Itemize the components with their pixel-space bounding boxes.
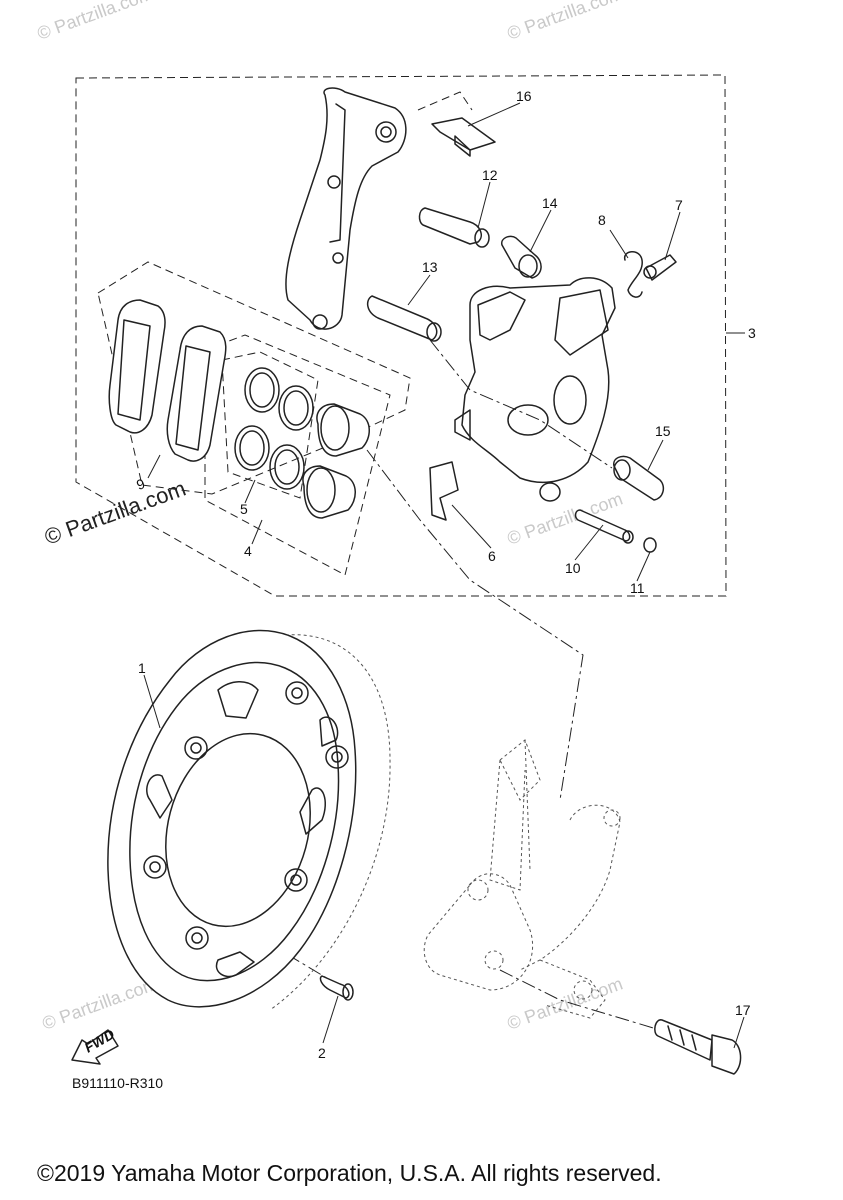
callout-4: 4 [244,543,252,559]
copyright-text: ©2019 Yamaha Motor Corporation, U.S.A. A… [37,1160,662,1186]
callout-13: 13 [422,259,438,275]
callout-10: 10 [565,560,581,576]
callout-5: 5 [240,501,248,517]
callout-6: 6 [488,548,496,564]
callout-9: 9 [134,475,147,493]
callout-15: 15 [655,423,671,439]
fork-leg-ghost [423,739,621,1019]
brake-pad-outer [108,299,166,434]
brake-disc-1 [107,629,391,1011]
callout-8: 8 [598,212,606,228]
brake-pad-inner [166,325,227,462]
pad-pin-12 [418,207,490,248]
caliper-bracket [285,87,407,330]
watermark: © Partzilla.com [35,0,156,44]
caliper-assembly-boundary [75,74,727,597]
assembly-line [429,339,613,469]
pad-spring-16 [417,91,496,157]
callout-labels: 1 2 3 4 5 6 7 8 9 10 11 12 13 14 15 16 1… [134,88,756,1061]
pad-support-6 [429,461,459,521]
assembly-line [499,969,661,1031]
slide-pin-13 [366,295,442,342]
callout-2: 2 [318,1045,326,1061]
watermark: © Partzilla.com [505,0,626,44]
diagram-code: B911110-R310 [72,1075,163,1091]
bleed-screw-7 [643,254,677,281]
bracket-bolt-17 [654,1019,742,1075]
bolt-15 [613,455,665,501]
assembly-line [366,449,584,801]
bleed-cap-8 [624,251,643,298]
disc-bolt-2 [319,975,354,1001]
caliper-pistons [302,403,370,519]
watermark-prominent: © Partzilla.com [41,476,189,550]
callout-leaders [143,102,745,1049]
watermark: © Partzilla.com [505,488,626,548]
callout-1: 1 [138,660,146,676]
seal-kit-boundary [204,334,391,576]
fwd-arrow-icon: FWD [71,1026,119,1065]
callout-14: 14 [542,195,558,211]
callout-12: 12 [482,167,498,183]
callout-11: 11 [630,580,645,596]
pad-pin-10 [574,509,634,544]
callout-7: 7 [675,197,683,213]
watermark: © Partzilla.com [505,973,626,1033]
watermark: © Partzilla.com [40,973,161,1033]
boot-14 [501,235,542,279]
caliper-body [454,277,616,502]
seal-subkit-boundary [221,351,319,499]
callout-17: 17 [735,1002,751,1018]
callout-3: 3 [748,325,756,341]
pin-plug-11 [643,537,657,553]
callout-16: 16 [516,88,532,104]
piston-seals-5 [234,367,314,490]
